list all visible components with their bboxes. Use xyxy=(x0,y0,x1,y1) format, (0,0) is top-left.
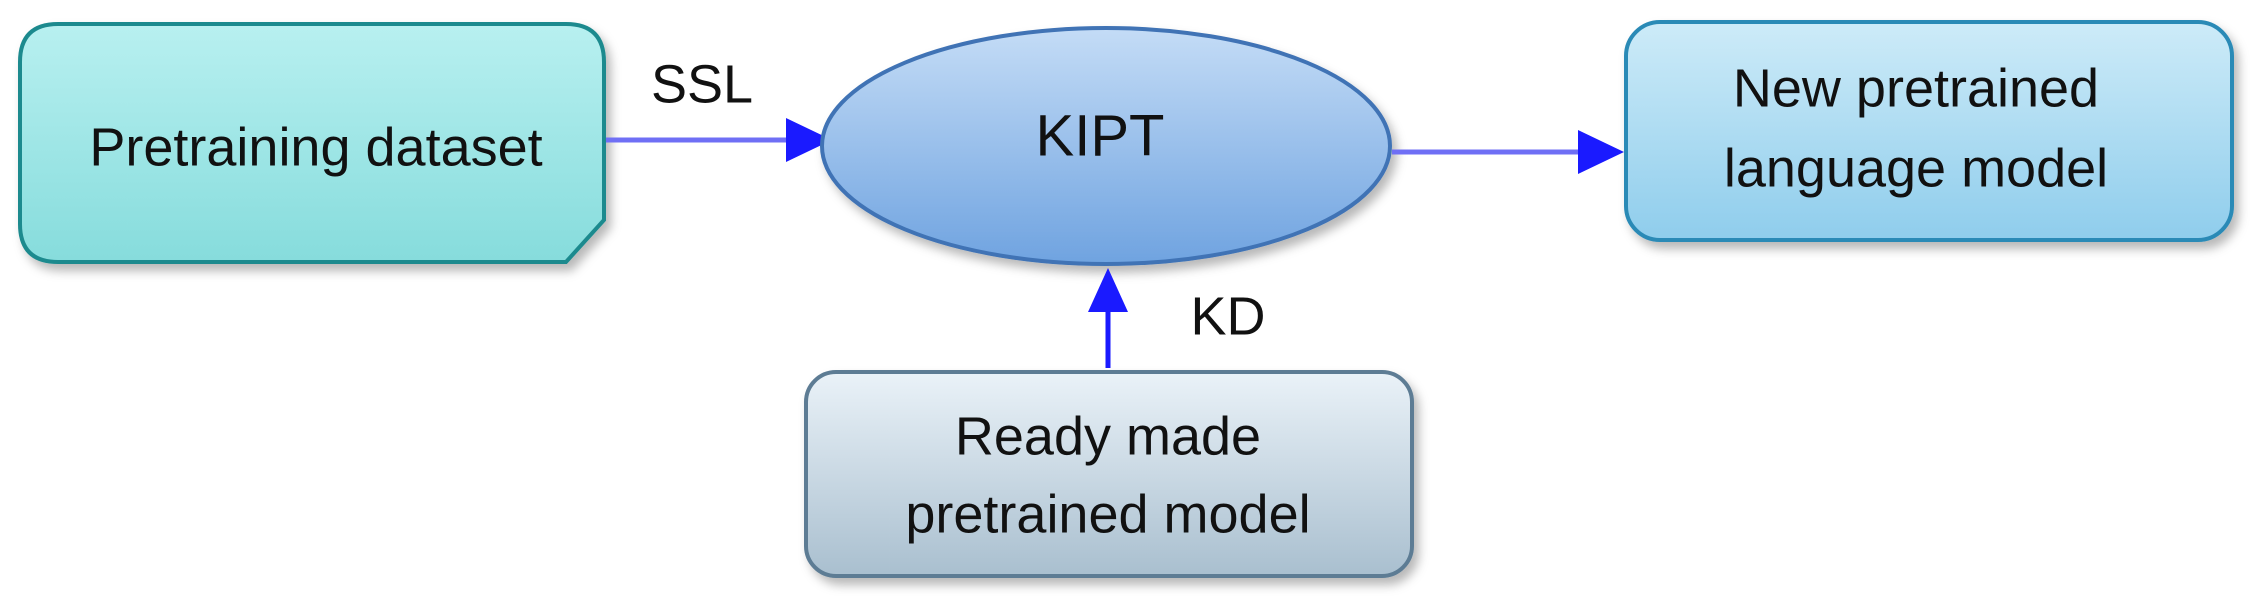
new-pretrained-model-line1: New pretrained xyxy=(1733,58,2099,118)
kipt-label: KIPT xyxy=(1036,103,1165,168)
kd-edge-label: KD xyxy=(1190,286,1265,346)
ready-made-model-shape xyxy=(804,370,1414,578)
ready-made-model-line2: pretrained model xyxy=(905,484,1310,544)
new-pretrained-model-shape xyxy=(1624,20,2234,242)
pretraining-dataset-shape xyxy=(18,22,606,264)
ssl-edge-label: SSL xyxy=(651,54,753,114)
new-pretrained-model-node xyxy=(1624,20,2234,242)
output-arrow xyxy=(1392,130,1624,174)
pretraining-dataset-label: Pretraining dataset xyxy=(89,117,542,177)
kd-arrow xyxy=(1088,268,1128,368)
ssl-arrow xyxy=(606,118,832,162)
kipt-node xyxy=(820,26,1392,266)
ready-made-model-line1: Ready made xyxy=(955,406,1261,466)
new-pretrained-model-line2: language model xyxy=(1724,138,2108,198)
pretraining-dataset-node xyxy=(18,22,606,264)
kipt-shape xyxy=(820,26,1392,266)
ready-made-model-node xyxy=(804,370,1414,578)
